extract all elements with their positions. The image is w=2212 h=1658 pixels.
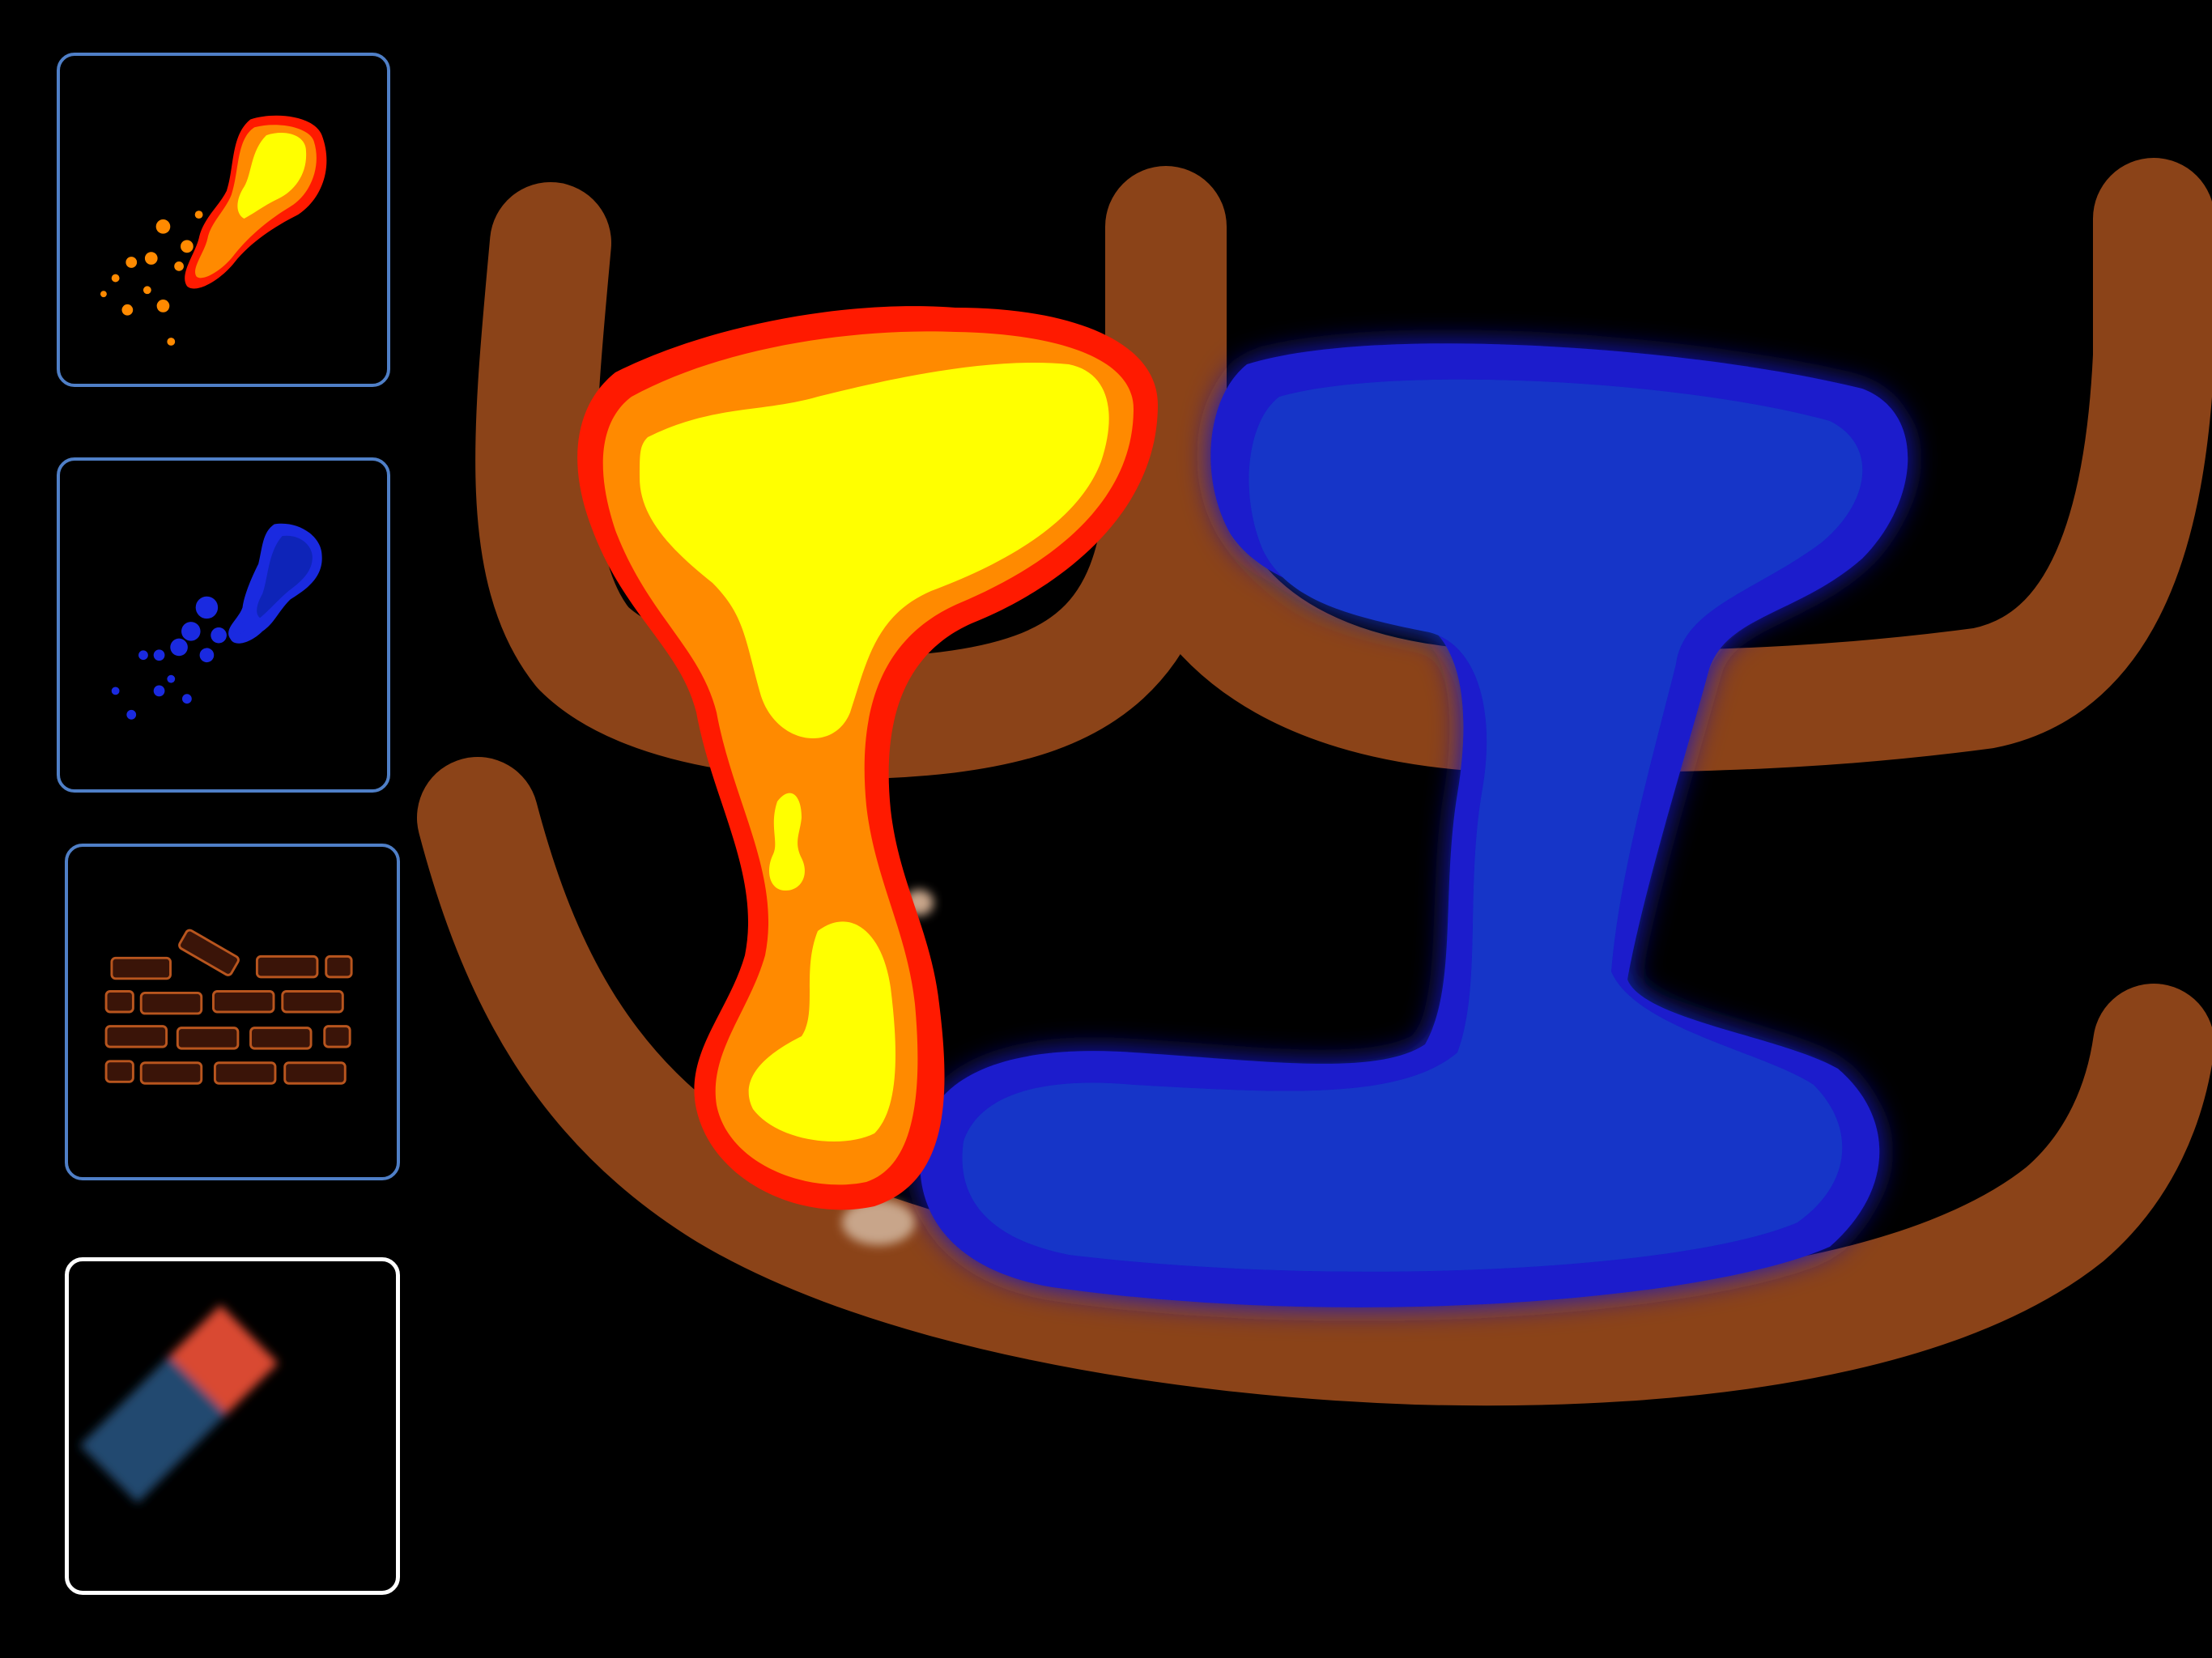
water-material <box>920 343 1908 1307</box>
water-blob-inner <box>962 379 1863 1272</box>
eraser-icon <box>79 1304 279 1503</box>
brick-tool-button[interactable] <box>65 844 400 1180</box>
sand-pebbles <box>842 890 934 1245</box>
lava-tool-button[interactable] <box>57 53 390 387</box>
lava-core-top <box>640 363 1109 739</box>
lava-material <box>577 306 1158 1210</box>
brick-wall-icon <box>104 929 353 1085</box>
water-tool-button[interactable] <box>57 457 390 793</box>
lava-core-bottom <box>748 921 895 1141</box>
dirt-stroke-lower <box>417 757 2212 1406</box>
water-splash-icon <box>111 523 322 720</box>
eraser-tool-button[interactable] <box>65 1257 400 1595</box>
lava-splash-icon <box>100 115 327 346</box>
lava-core-mid <box>769 793 805 891</box>
